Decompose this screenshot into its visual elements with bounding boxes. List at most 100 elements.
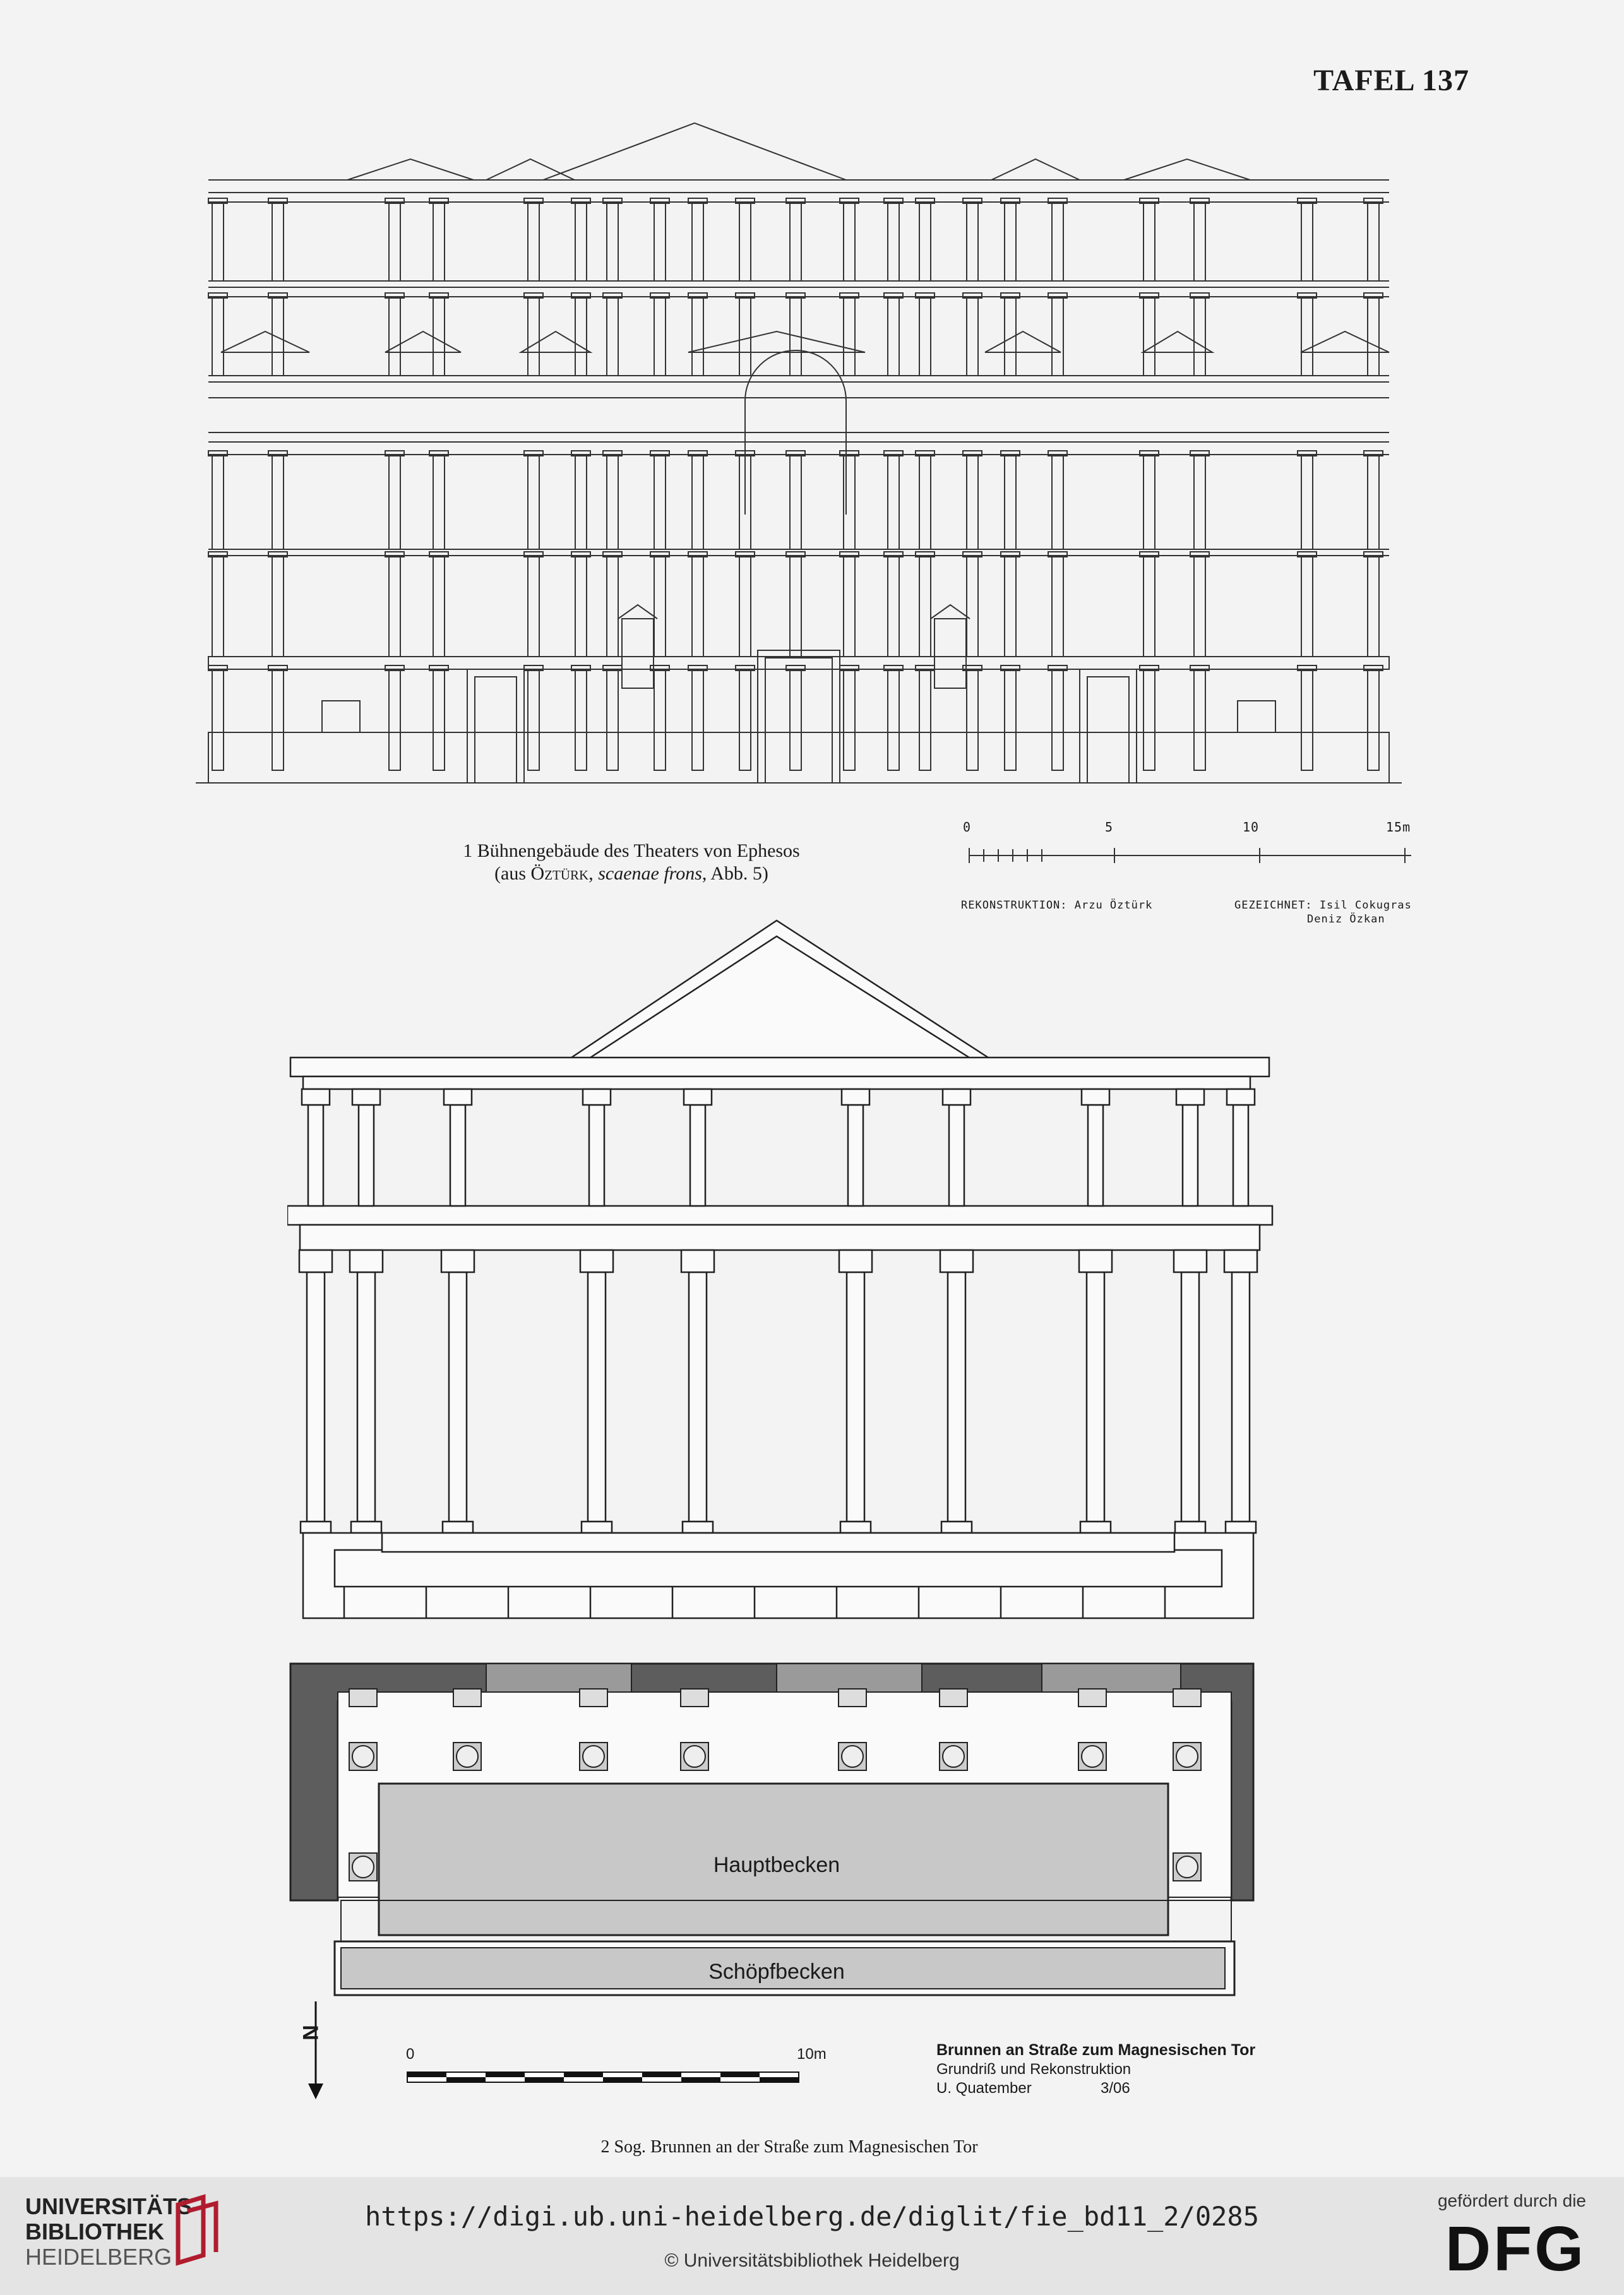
roof-pediment [486,158,575,181]
column [388,296,401,376]
column-capital [915,551,935,557]
column [527,296,540,376]
column [1367,454,1380,550]
column [1301,296,1313,376]
wall-segment [776,1663,922,1693]
column-capital [208,551,228,557]
column-capital [883,665,904,671]
column-shaft-plan [352,1856,374,1878]
window-pediment [688,330,866,353]
column-capital [571,198,591,204]
column-capital [1139,292,1159,299]
column-capital [1297,292,1317,299]
column [691,555,704,657]
column-base [580,1520,613,1534]
column-capital [915,198,935,204]
figure1-caption-line1: 1 Bühnengebäude des Theaters von Ephesos [463,840,800,861]
column-shaft-plan [1081,1745,1104,1768]
scale-segment [681,2077,720,2082]
wall-segment [486,1663,632,1693]
column [887,669,900,771]
lower-column [845,1271,866,1523]
column [575,296,587,376]
window-pediment [1300,330,1390,353]
column-capital [208,292,228,299]
column-capital [571,665,591,671]
column-capital [602,551,623,557]
column-capital [650,551,670,557]
column-capital [650,292,670,299]
upper-capital [443,1088,473,1106]
scale-tick-10: 10 [1243,820,1260,835]
column [1193,454,1206,550]
column-capital [962,292,982,299]
lower-capital [440,1249,475,1273]
column [1301,555,1313,657]
lower-column [688,1271,708,1523]
lower-column [356,1271,376,1523]
scoop-basin [340,1947,1226,1989]
column [606,201,619,282]
column [606,296,619,376]
column-capital [735,665,755,671]
lower-column [306,1271,326,1523]
lower-column [587,1271,607,1523]
upper-capital [351,1088,381,1106]
column-capital [523,551,544,557]
column [606,555,619,657]
column [919,296,931,376]
column-capital [1190,450,1210,456]
door-frame [467,669,525,784]
column-capital [268,551,288,557]
column-capital [1000,450,1020,456]
column-capital [1297,198,1317,204]
column-capital [429,551,449,557]
column [1051,296,1064,376]
column [272,454,284,550]
north-label: N [297,2025,322,2041]
column-capital [962,665,982,671]
caption-author: Öztürk [530,863,589,884]
lower-architrave [299,1224,1261,1251]
column [1143,669,1155,771]
column-capital [1000,551,1020,557]
column-shaft-plan [1176,1856,1198,1878]
column [272,296,284,376]
column [527,201,540,282]
column [1051,555,1064,657]
podium-cornice [208,656,1390,670]
lower-capital [298,1249,333,1273]
upper-column [1181,1104,1199,1207]
figure1-caption: 1 Bühnengebäude des Theaters von Ephesos… [354,840,909,885]
column [1193,201,1206,282]
lower-column [946,1271,967,1523]
column [739,555,751,657]
column-capital [208,198,228,204]
column [433,201,445,282]
column [789,669,802,771]
column [1051,669,1064,771]
pilaster-base [579,1688,608,1707]
column [388,201,401,282]
column-capital [839,292,859,299]
credit-drawn: GEZEICHNET: Isil Cokugras [1234,899,1412,912]
column [433,454,445,550]
column-capital [1363,198,1383,204]
lower-column [1180,1271,1200,1523]
upper-column [1087,1104,1104,1207]
column [1051,201,1064,282]
citation-url[interactable]: https://digi.ub.uni-heidelberg.de/diglit… [364,2201,1260,2232]
upper-column [357,1104,375,1207]
pilaster-base [838,1688,867,1707]
column-capital [1190,551,1210,557]
scale-segment [720,2072,760,2077]
column [739,201,751,282]
funder-note: gefördert durch die [1437,2191,1586,2210]
column [887,296,900,376]
north-arrow-icon [308,2001,323,2099]
basin-step [333,1549,1223,1588]
roof-pediment [991,158,1080,181]
scale-segment [760,2077,799,2082]
lower-capital [579,1249,614,1273]
column-capital [385,665,405,671]
